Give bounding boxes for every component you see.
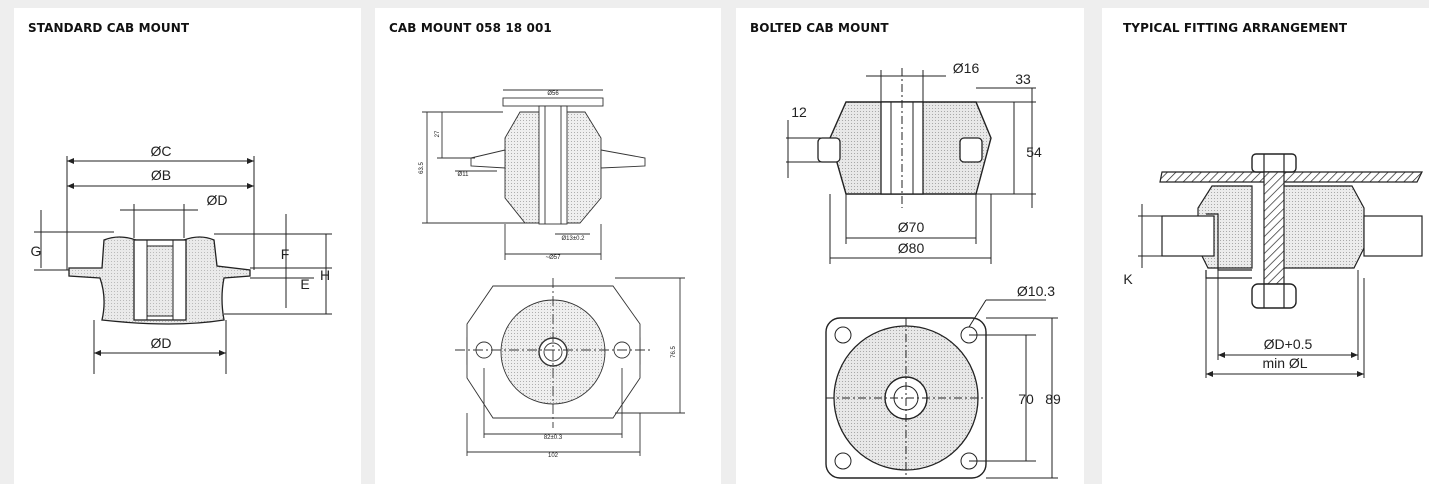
dim-height: 54 bbox=[1026, 144, 1042, 160]
panel-standard-cab-mount: STANDARD CAB MOUNT bbox=[14, 8, 361, 484]
panel-typical-fitting: TYPICAL FITTING ARRANGEMENT bbox=[1102, 8, 1429, 484]
dim-width: 89 bbox=[1045, 391, 1061, 407]
dim-hole: Ø11 bbox=[458, 172, 470, 178]
dim-h: H bbox=[320, 267, 330, 283]
panel-title: TYPICAL FITTING ARRANGEMENT bbox=[1123, 21, 1348, 35]
dim-hole: Ø10.3 bbox=[1017, 283, 1055, 299]
dim-dia-d: ØD+0.5 bbox=[1264, 336, 1313, 352]
bolted-cab-mount-drawing: Ø16 33 12 54 Ø70 Ø80 Ø10.3 70 89 bbox=[786, 60, 1061, 479]
dim-dia-d-top: ØD bbox=[207, 192, 228, 208]
dim-width: 102 bbox=[548, 453, 559, 459]
panel-title: CAB MOUNT 058 18 001 bbox=[389, 21, 552, 35]
dim-base-dia: ~Ø57 bbox=[546, 255, 562, 261]
dim-bore: Ø16 bbox=[953, 60, 980, 76]
dim-top-dia: Ø56 bbox=[547, 91, 559, 97]
dim-min-l: min ØL bbox=[1262, 355, 1307, 371]
dim-k: K bbox=[1123, 271, 1133, 287]
dim-dia-d-bottom: ØD bbox=[151, 335, 172, 351]
dim-side: 76.5 bbox=[671, 346, 677, 358]
dim-flange: 33 bbox=[1015, 71, 1031, 87]
panel-bolted-cab-mount: BOLTED CAB MOUNT bbox=[736, 8, 1084, 484]
dim-bore: Ø13±0.2 bbox=[562, 236, 586, 242]
cab-mount-058-drawing: Ø56 63.5 27 Ø11 Ø13±0.2 ~Ø57 82±0.3 102 … bbox=[419, 89, 685, 459]
dim-e: E bbox=[300, 276, 309, 292]
panel-title: BOLTED CAB MOUNT bbox=[750, 21, 889, 35]
dim-pitch: 70 bbox=[1018, 391, 1034, 407]
panel-title: STANDARD CAB MOUNT bbox=[28, 21, 190, 35]
dim-dia-b: ØB bbox=[151, 167, 171, 183]
dim-lug: 12 bbox=[791, 104, 807, 120]
dim-f: F bbox=[281, 246, 290, 262]
standard-cab-mount-drawing: ØC ØB ØD ØD G F E H bbox=[31, 143, 332, 374]
dim-g: G bbox=[31, 243, 42, 259]
panel-cab-mount-058: CAB MOUNT 058 18 001 bbox=[375, 8, 721, 484]
dim-height-upper: 27 bbox=[435, 130, 441, 137]
dim-height-total: 63.5 bbox=[419, 162, 425, 174]
dim-dia-c: ØC bbox=[151, 143, 172, 159]
typical-fitting-drawing: K ØD+0.5 min ØL bbox=[1123, 153, 1423, 378]
dim-inner-dia: Ø70 bbox=[898, 219, 925, 235]
dim-pitch: 82±0.3 bbox=[544, 435, 563, 441]
dim-outer-dia: Ø80 bbox=[898, 240, 925, 256]
